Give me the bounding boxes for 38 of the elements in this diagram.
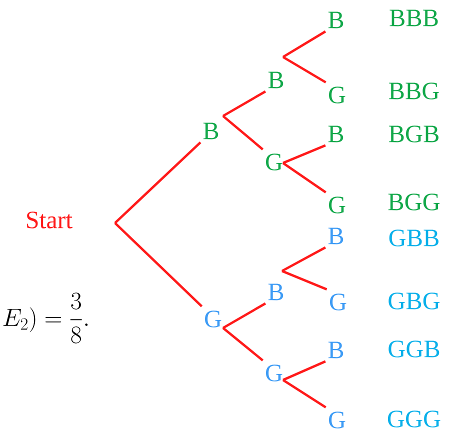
tree-letter: B — [328, 126, 344, 142]
outcome-label: BGG — [388, 194, 440, 210]
branch-line — [282, 30, 326, 58]
tree-letter: G — [266, 364, 282, 382]
branch-line — [282, 162, 326, 194]
tree-letter: G — [329, 196, 346, 214]
tree-letter: G — [329, 412, 346, 428]
outcome-label: GGG — [388, 410, 440, 428]
branch-line — [282, 378, 326, 408]
tree-letter: G — [329, 86, 346, 104]
outcome-label: GBB — [389, 230, 438, 246]
outcome-label: GGB — [388, 340, 440, 358]
tree-letter: B — [328, 228, 344, 244]
formula: $E_2) = \frac{3}{8}.$ — [3, 292, 88, 344]
branch-line — [222, 327, 264, 362]
tree-letter: B — [268, 284, 284, 300]
branch-line — [282, 144, 326, 164]
branch-line — [281, 246, 326, 272]
tree-letter: B — [328, 342, 344, 358]
tree-letter: B — [203, 122, 218, 140]
tree-letter: G — [205, 310, 222, 328]
tree-letter: B — [268, 72, 284, 88]
outcome-label: BBG — [389, 82, 439, 100]
branch-line — [222, 115, 264, 150]
outcome-label: BGB — [389, 126, 438, 142]
outcome-label: BBB — [390, 10, 438, 26]
start-label: Start — [27, 212, 72, 228]
tree-letter: G — [330, 294, 346, 310]
branch-line — [282, 270, 328, 290]
branch-line — [282, 56, 326, 84]
branch-line — [222, 302, 266, 330]
branch-line — [114, 222, 203, 308]
outcome-label: GBG — [388, 292, 440, 310]
tree-letter: B — [328, 12, 344, 28]
branch-line — [222, 90, 266, 118]
branch-line — [282, 360, 326, 382]
tree-letter: G — [266, 154, 282, 170]
branch-line — [114, 142, 202, 224]
